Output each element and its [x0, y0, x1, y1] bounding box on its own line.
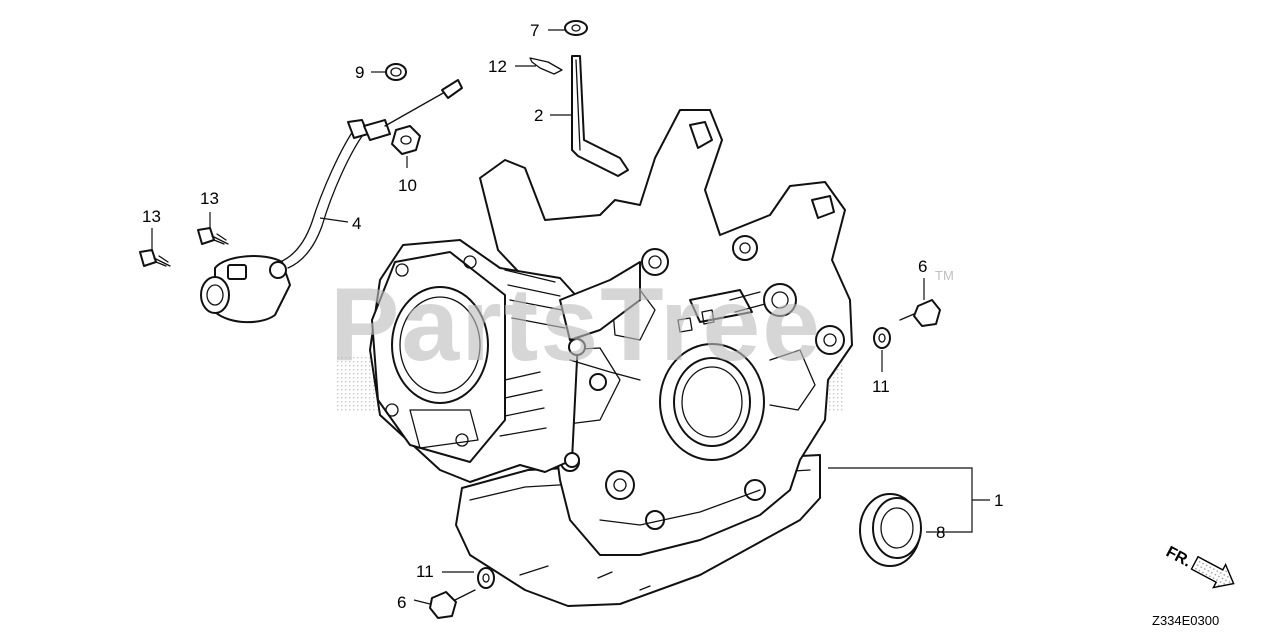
washer-7 [564, 20, 588, 36]
watermark-trademark: TM [935, 268, 954, 283]
washer-11-right [873, 327, 891, 349]
callout-11-bottom: 11 [416, 562, 434, 581]
callout-10: 10 [398, 176, 417, 195]
washer-11-bottom [477, 567, 495, 589]
bolt-6-bottom [429, 589, 476, 619]
callout-6-right: 6 [918, 257, 927, 276]
governor-arm-2 [571, 55, 629, 177]
watermark-text: PartsTree [330, 267, 822, 383]
cylinder [369, 239, 641, 483]
callout-13-left: 13 [142, 207, 161, 226]
bolt-6-right [899, 299, 941, 327]
callout-12: 12 [488, 57, 507, 76]
callout-11-right: 11 [872, 377, 890, 396]
callout-7: 7 [530, 21, 539, 40]
callout-9: 9 [355, 63, 364, 82]
nut-10 [391, 125, 421, 155]
forward-arrow-icon [1190, 555, 1235, 589]
callout-6-bottom: 6 [397, 593, 406, 612]
direction-label: FR. [1163, 544, 1194, 571]
oil-level-sensor-tube [200, 79, 463, 324]
callout-1: 1 [994, 491, 1003, 510]
callout-2: 2 [534, 106, 543, 125]
callout-4: 4 [352, 214, 361, 233]
diagram-code: Z334E0300 [1152, 613, 1219, 628]
leader-lines [151, 29, 990, 605]
clip-12 [529, 57, 563, 75]
callout-13-right: 13 [200, 189, 219, 208]
callout-8: 8 [936, 523, 945, 542]
washer-9 [385, 63, 407, 81]
bolt-13-left [139, 249, 171, 267]
oil-seal-8 [859, 493, 922, 567]
bolt-13-right [197, 227, 229, 245]
crankcase [455, 109, 853, 607]
direction-indicator: FR. [1163, 544, 1235, 589]
